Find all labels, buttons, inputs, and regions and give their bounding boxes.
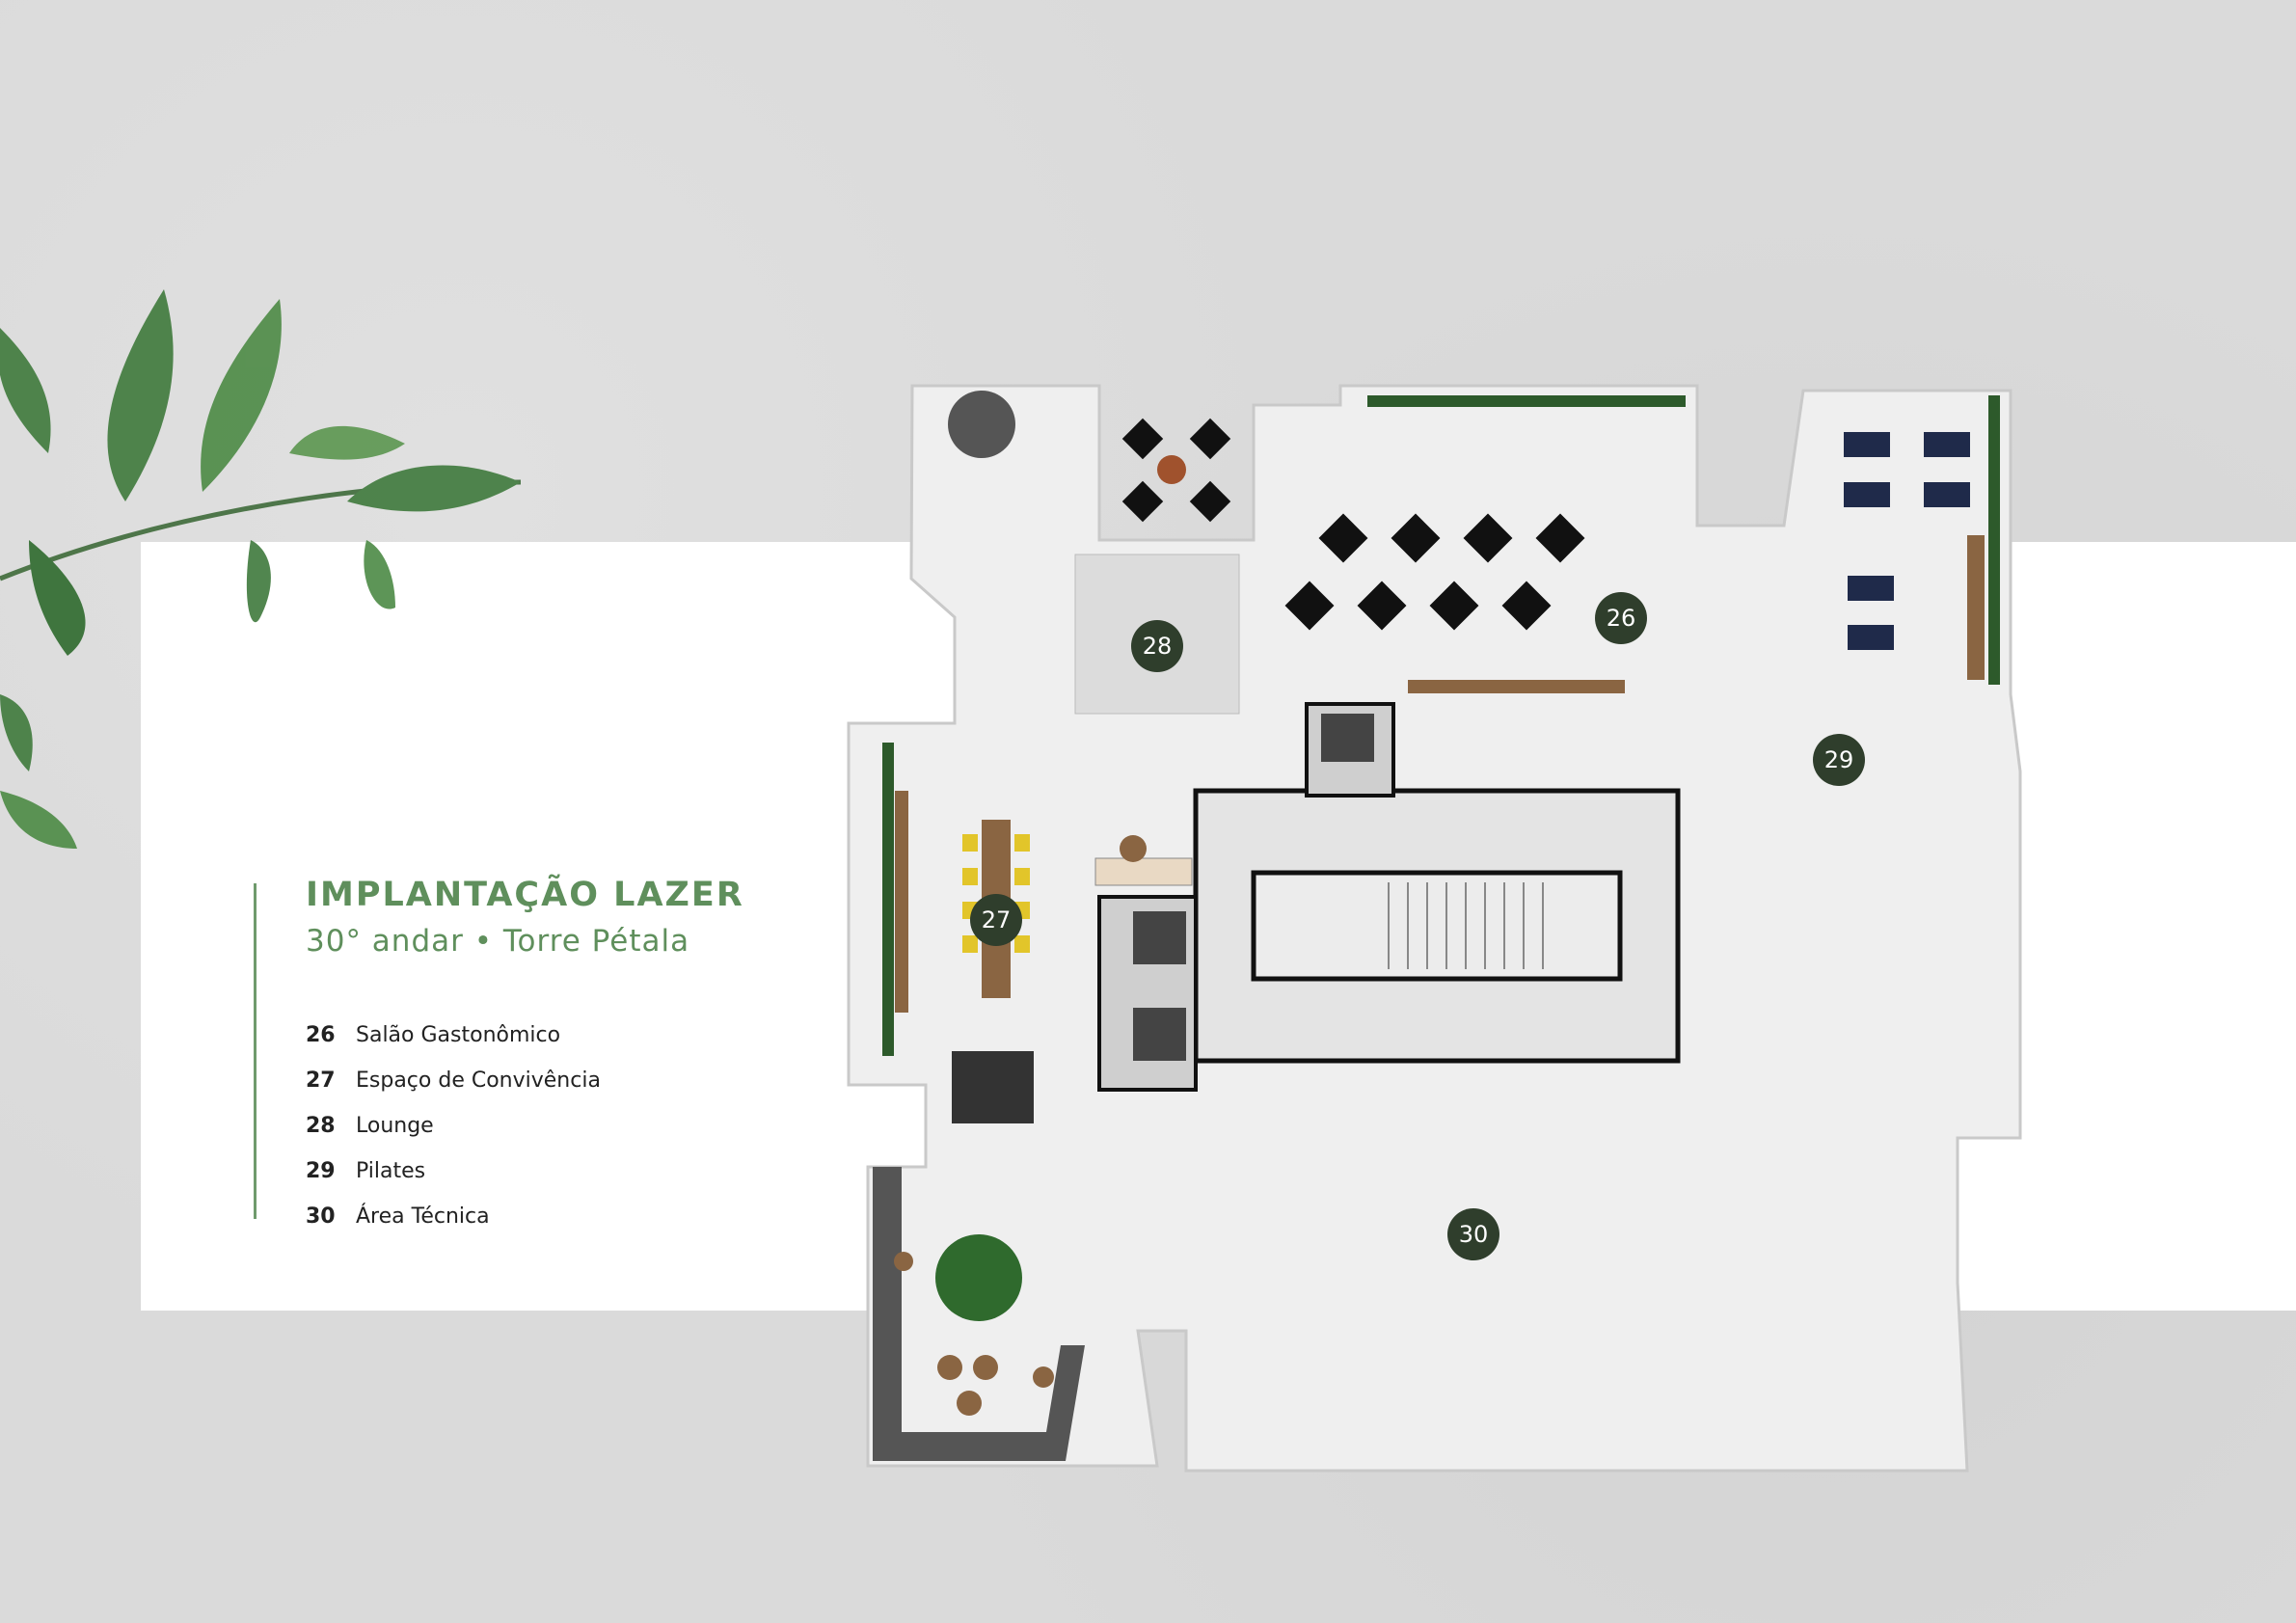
legend-label: Lounge bbox=[356, 1114, 434, 1138]
legend-label: Área Técnica bbox=[356, 1204, 490, 1229]
legend: 26 Salão Gastonômico 27 Espaço de Convivên… bbox=[306, 1013, 601, 1239]
area-marker-29[interactable]: 29 bbox=[1813, 734, 1865, 786]
legend-item: 30 Área Técnica bbox=[306, 1194, 601, 1239]
legend-number: 28 bbox=[306, 1114, 336, 1138]
legend-number: 26 bbox=[306, 1023, 336, 1047]
legend-item: 26 Salão Gastonômico bbox=[306, 1013, 601, 1058]
legend-item: 29 Pilates bbox=[306, 1149, 601, 1194]
legend-number: 27 bbox=[306, 1068, 336, 1093]
legend-number: 30 bbox=[306, 1204, 336, 1229]
page-subtitle: 30° andar • Torre Pétala bbox=[306, 924, 690, 959]
area-marker-27[interactable]: 27 bbox=[970, 894, 1022, 946]
plan-structure bbox=[847, 384, 2022, 1473]
area-marker-30[interactable]: 30 bbox=[1447, 1208, 1499, 1260]
leaf-branch-decoration bbox=[0, 289, 522, 849]
legend-item: 28 Lounge bbox=[306, 1103, 601, 1149]
accent-divider bbox=[254, 883, 257, 1219]
area-marker-28[interactable]: 28 bbox=[1131, 620, 1183, 672]
area-marker-26[interactable]: 26 bbox=[1595, 592, 1647, 644]
legend-label: Salão Gastonômico bbox=[356, 1023, 561, 1047]
legend-number: 29 bbox=[306, 1159, 336, 1183]
legend-item: 27 Espaço de Convivência bbox=[306, 1058, 601, 1103]
legend-label: Espaço de Convivência bbox=[356, 1068, 601, 1093]
page-title: IMPLANTAÇÃO LAZER bbox=[306, 876, 744, 914]
legend-label: Pilates bbox=[356, 1159, 426, 1183]
